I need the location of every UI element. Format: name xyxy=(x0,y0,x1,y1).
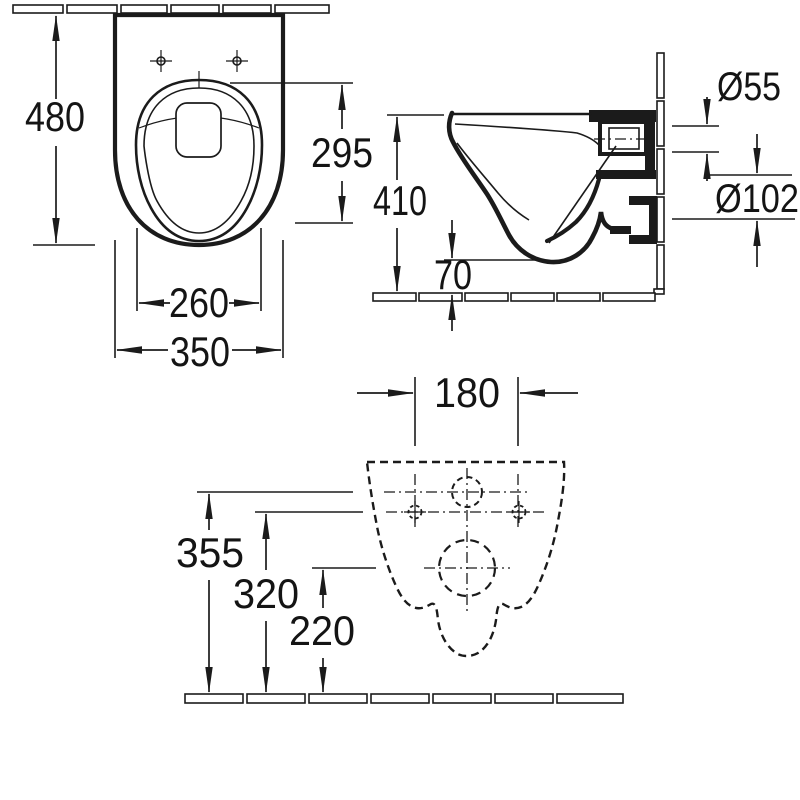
section-diagonal-line xyxy=(548,145,617,244)
bowl-inner-front-line xyxy=(456,142,530,221)
dimension-inlet-diameter: Ø55 xyxy=(672,65,781,181)
dim-label-355: 355 xyxy=(176,529,244,576)
toilet-body-outline xyxy=(112,12,286,248)
outlet-pipe-section xyxy=(629,196,657,244)
dimension-355: 355 xyxy=(176,491,353,693)
flush-water-area xyxy=(175,102,222,158)
dim-label-220: 220 xyxy=(289,607,355,654)
mounting-top-bar xyxy=(589,110,656,122)
floor-hatch-symbol-rear xyxy=(184,693,624,704)
dimension-350: 350 xyxy=(114,240,284,375)
dim-label-410: 410 xyxy=(373,177,427,224)
dim-label-180: 180 xyxy=(434,369,500,416)
ceramic-rear-outline xyxy=(365,460,566,658)
dim-label-outlet-diameter: Ø102 xyxy=(715,177,799,221)
seat-hinge-marker-right xyxy=(226,50,248,72)
dimension-320: 320 xyxy=(233,511,363,693)
water-inlet-circle xyxy=(451,476,483,508)
wall-hatch-symbol-side xyxy=(653,52,665,295)
outlet-pipe-lip xyxy=(610,226,631,234)
waste-outlet-circle xyxy=(437,538,497,598)
fixing-hole-left xyxy=(404,501,426,523)
dim-label-480: 480 xyxy=(25,93,85,140)
rear-attachment-column xyxy=(645,122,655,179)
seat-inner-line xyxy=(454,123,600,146)
dimension-220: 220 xyxy=(289,567,376,693)
seat-outer-ring xyxy=(134,78,264,243)
dim-label-260: 260 xyxy=(169,279,229,326)
dim-label-295: 295 xyxy=(311,129,373,176)
dimension-180: 180 xyxy=(357,369,578,446)
dimension-260: 260 xyxy=(136,228,262,326)
dimension-410: 410 xyxy=(373,114,444,292)
dimension-70: 70 xyxy=(434,220,538,331)
side-section-view: 410 70 Ø55 Ø102 xyxy=(372,52,799,331)
dimension-outlet-diameter: Ø102 xyxy=(672,134,799,267)
inner-shelf-bar xyxy=(596,170,656,179)
wall-hatch-symbol xyxy=(12,4,330,14)
dimension-480: 480 xyxy=(25,15,95,246)
seat-hinge-marker-left xyxy=(150,50,172,72)
floor-hatch-symbol-side xyxy=(372,292,656,302)
dim-label-70: 70 xyxy=(434,251,472,298)
rear-elevation-view: 180 355 320 220 xyxy=(176,369,624,704)
dimension-295: 295 xyxy=(230,82,373,224)
bowl-back-wall xyxy=(544,176,602,244)
dim-label-320: 320 xyxy=(233,570,299,617)
front-plan-view: 480 295 260 350 xyxy=(12,4,373,375)
dim-label-inlet-diameter: Ø55 xyxy=(717,65,781,109)
dim-label-350: 350 xyxy=(170,328,230,375)
bowl-inner-ring xyxy=(143,87,255,234)
fixing-hole-right xyxy=(508,501,530,523)
bowl-silhouette xyxy=(446,110,616,265)
